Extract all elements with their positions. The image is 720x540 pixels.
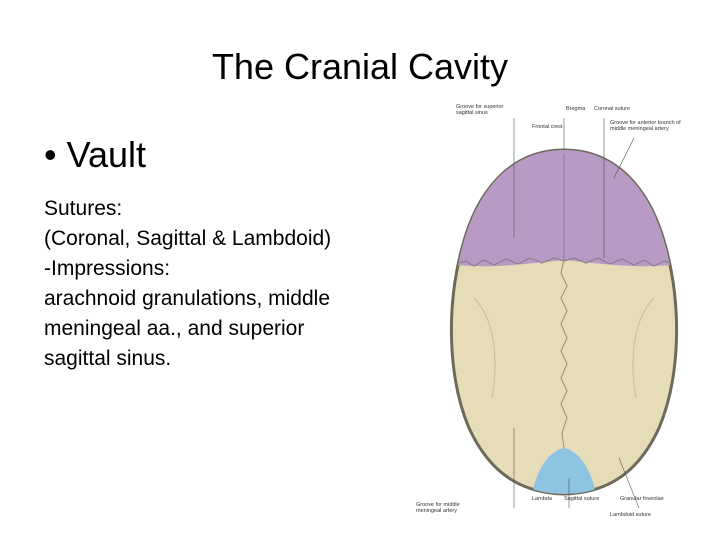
cranial-vault-illustration: Groove for superior sagittal sinus Front…: [414, 98, 714, 530]
leader-4: [613, 137, 635, 179]
line-sagittal-sinus: sagittal sinus.: [44, 347, 172, 370]
label-lambdoid-suture: Lambdoid suture: [610, 512, 651, 518]
label-groove-superior-sagittal: Groove for superior sagittal sinus: [456, 104, 504, 116]
line-arachnoid: arachnoid granulations, middle: [44, 287, 331, 310]
label-groove-anterior-branch: Groove for anterior branch of middle men…: [610, 120, 681, 132]
label-lambda: Lambda: [532, 496, 552, 502]
line-meningeal: meningeal aa., and superior: [44, 317, 305, 340]
label-bregma: Bregma: [566, 106, 586, 112]
bullet-vault: • Vault: [44, 134, 146, 175]
meningeal-groove-right: [632, 297, 655, 399]
body-text: Sutures: (Coronal, Sagittal & Lambdoid) …: [44, 194, 424, 374]
skull-svg: [449, 118, 679, 509]
label-granular-foveolae: Granular foveolae: [620, 496, 664, 502]
line-impressions: -Impressions:: [44, 257, 171, 280]
label-coronal-suture: Coronal suture: [594, 106, 631, 112]
line-suture-names: (Coronal, Sagittal & Lambdoid): [44, 227, 332, 250]
label-groove-middle-meningeal: Groove for middle meningeal artery: [416, 502, 460, 514]
label-frontal-crest: Frontal crest: [532, 124, 563, 130]
slide-title: The Cranial Cavity: [211, 46, 509, 87]
label-sagittal-suture: Sagittal suture: [564, 496, 600, 502]
line-sutures: Sutures:: [44, 197, 123, 220]
sagittal-suture-line: [560, 259, 568, 449]
meningeal-groove-left: [473, 297, 496, 399]
occipital-bone: [532, 448, 596, 494]
leader-7: [618, 457, 640, 509]
